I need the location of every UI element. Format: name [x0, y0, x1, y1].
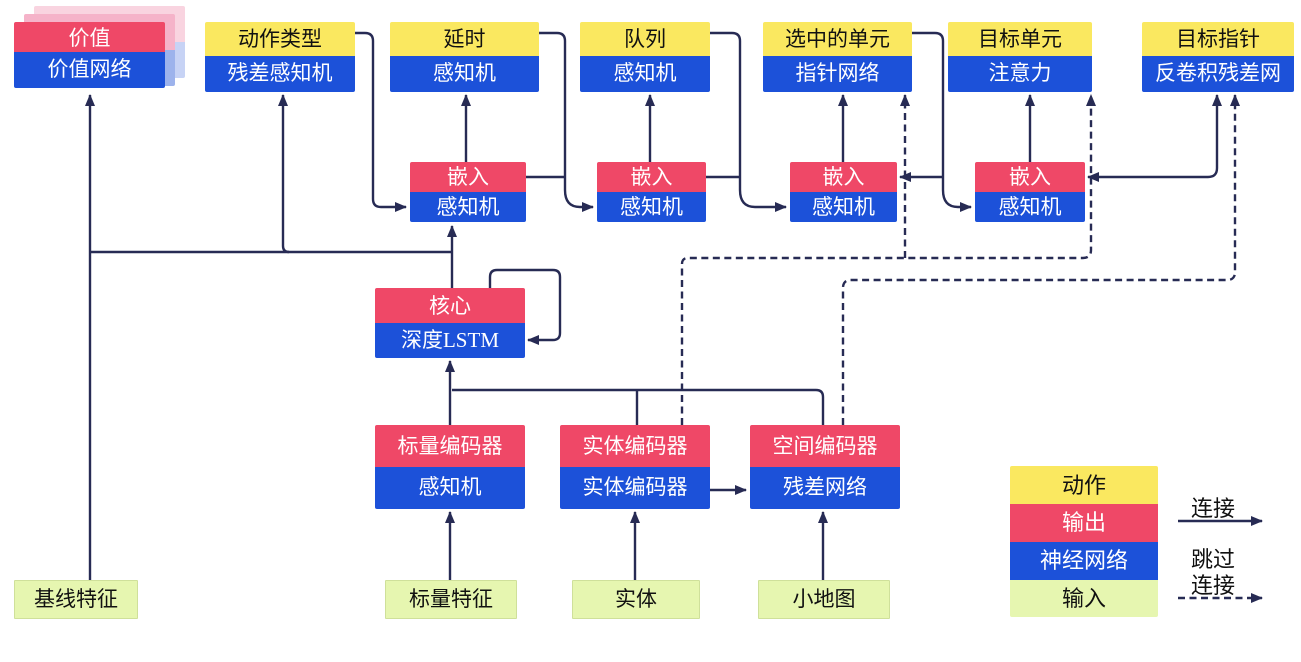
head-target-point-network-label: 反卷积残差网: [1142, 56, 1294, 92]
encoder-scalar-output-label: 标量编码器: [375, 425, 525, 467]
head-target-unit-network-label: 注意力: [948, 56, 1092, 92]
head-selected-units: 选中的单元 指针网络: [763, 22, 912, 92]
core-output-label: 核心: [375, 288, 525, 323]
encoder-scalar: 标量编码器 感知机: [375, 425, 525, 509]
head-target-unit-action-label: 目标单元: [948, 22, 1092, 56]
head-target-point: 目标指针 反卷积残差网: [1142, 22, 1294, 92]
legend-solid-connection-label: 连接: [1190, 496, 1235, 521]
core-node: 核心 深度LSTM: [375, 288, 525, 358]
core-network-label: 深度LSTM: [375, 323, 525, 358]
head-queued: 队列 感知机: [580, 22, 710, 92]
edge-core-to-action-type: [278, 94, 290, 254]
embedding-3: 嵌入 感知机: [790, 162, 897, 222]
embedding-3-network-label: 感知机: [790, 192, 897, 222]
head-delay: 延时 感知机: [390, 22, 539, 92]
embedding-4: 嵌入 感知机: [975, 162, 1085, 222]
input-minimap: 小地图: [758, 580, 890, 619]
head-target-point-action-label: 目标指针: [1142, 22, 1294, 56]
legend-network-label: 神经网络: [1010, 542, 1158, 580]
embedding-2-output-label: 嵌入: [597, 162, 706, 192]
head-action-type-action-label: 动作类型: [205, 22, 355, 56]
head-action-type: 动作类型 残差感知机: [205, 22, 355, 92]
head-delay-action-label: 延时: [390, 22, 539, 56]
encoder-spatial-network-label: 残差网络: [750, 467, 900, 509]
head-queued-action-label: 队列: [580, 22, 710, 56]
legend-skip-label-line2: 连接: [1190, 573, 1235, 598]
head-selected-units-network-label: 指针网络: [763, 56, 912, 92]
embedding-2-network-label: 感知机: [597, 192, 706, 222]
legend-color-key: 动作 输出 神经网络 输入: [1010, 466, 1158, 617]
encoder-entity-output-label: 实体编码器: [560, 425, 710, 467]
embedding-2: 嵌入 感知机: [597, 162, 706, 222]
input-baseline-features: 基线特征: [14, 580, 138, 619]
legend-action-label: 动作: [1010, 466, 1158, 504]
head-action-type-network-label: 残差感知机: [205, 56, 355, 92]
embedding-4-output-label: 嵌入: [975, 162, 1085, 192]
legend-input-label: 输入: [1010, 580, 1158, 617]
input-scalar-features: 标量特征: [385, 580, 517, 619]
embedding-1-network-label: 感知机: [410, 192, 526, 222]
embedding-3-output-label: 嵌入: [790, 162, 897, 192]
legend-output-label: 输出: [1010, 504, 1158, 542]
head-delay-network-label: 感知机: [390, 56, 539, 92]
encoder-spatial-output-label: 空间编码器: [750, 425, 900, 467]
embedding-1: 嵌入 感知机: [410, 162, 526, 222]
head-selected-units-action-label: 选中的单元: [763, 22, 912, 56]
encoder-entity-network-label: 实体编码器: [560, 467, 710, 509]
embedding-4-network-label: 感知机: [975, 192, 1085, 222]
skip-spatial-encoder-to-target-point: [841, 94, 1240, 425]
head-value-output-label: 价值: [14, 22, 165, 52]
skip-entity-encoder-to-target-unit: [680, 94, 1096, 425]
edge-embedding-4-target-point-link: [1087, 94, 1222, 182]
encoder-entity: 实体编码器 实体编码器: [560, 425, 710, 509]
head-value: 价值 价值网络: [14, 22, 165, 88]
head-value-network-label: 价值网络: [14, 52, 165, 88]
input-entities: 实体: [572, 580, 700, 619]
edge-spatial-encoder-to-core-collector: [452, 388, 825, 425]
embedding-1-output-label: 嵌入: [410, 162, 526, 192]
legend-skip-label-line1: 跳过: [1190, 547, 1235, 572]
head-target-unit: 目标单元 注意力: [948, 22, 1092, 92]
encoder-spatial: 空间编码器 残差网络: [750, 425, 900, 509]
encoder-scalar-network-label: 感知机: [375, 467, 525, 509]
head-queued-network-label: 感知机: [580, 56, 710, 92]
